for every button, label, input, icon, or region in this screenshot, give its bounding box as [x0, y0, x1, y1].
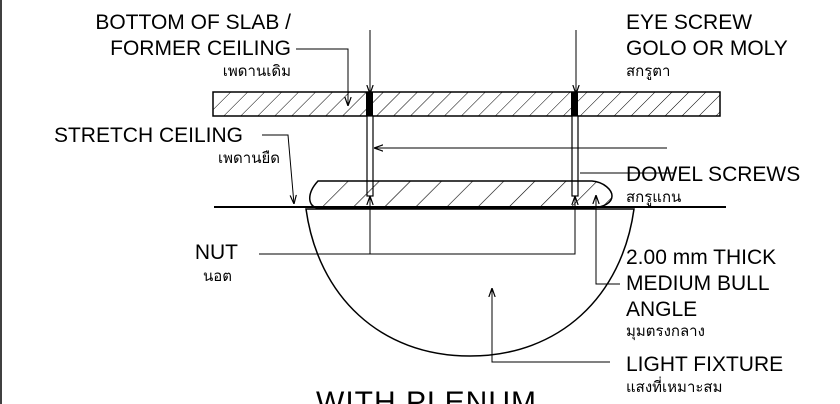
- label-light-fixture-thai: แสงที่เหมาะสม: [626, 379, 723, 396]
- label-nut: NUT: [194, 241, 238, 264]
- label-stretch-ceiling: STRETCH CEILING: [53, 124, 243, 147]
- label-eye-screw: EYE SCREW: [626, 11, 753, 34]
- leader-slab: [296, 48, 348, 106]
- label-slab-line1: BOTTOM OF SLAB /: [95, 11, 291, 34]
- leader-light-fixture: [492, 288, 610, 363]
- label-angle-medium-bull: MEDIUM BULL: [626, 272, 770, 295]
- label-golo-moly: GOLO OR MOLY: [626, 37, 788, 60]
- medium-bull-angle: [309, 180, 613, 209]
- leader-stretch-ceiling: [262, 134, 294, 204]
- label-dowel-screws: DOWEL SCREWS: [626, 163, 801, 186]
- label-slab-thai: เพดานเดิม: [222, 63, 291, 80]
- eye-screw-right: [571, 92, 578, 116]
- slab: [212, 91, 721, 117]
- leader-nut-right: [370, 196, 575, 255]
- label-light-fixture: LIGHT FIXTURE: [626, 353, 784, 376]
- label-dowel-screws-thai: สกรูแกน: [626, 189, 682, 206]
- light-fixture: [305, 208, 635, 357]
- caption-with-plenum: WITH PLENUM: [316, 386, 537, 404]
- leader-angle: [596, 195, 620, 285]
- label-angle-thickness: 2.00 mm THICK: [626, 246, 777, 269]
- label-stretch-ceiling-thai: เพดานยืด: [218, 150, 280, 167]
- eye-screw-left: [366, 92, 373, 116]
- label-slab-line2: FORMER CEILING: [110, 37, 291, 60]
- label-nut-thai: นอต: [202, 268, 232, 285]
- label-eye-screw-thai: สกรูตา: [626, 63, 671, 80]
- label-angle-thai: มุมตรงกลาง: [626, 323, 705, 340]
- label-angle: ANGLE: [626, 298, 698, 321]
